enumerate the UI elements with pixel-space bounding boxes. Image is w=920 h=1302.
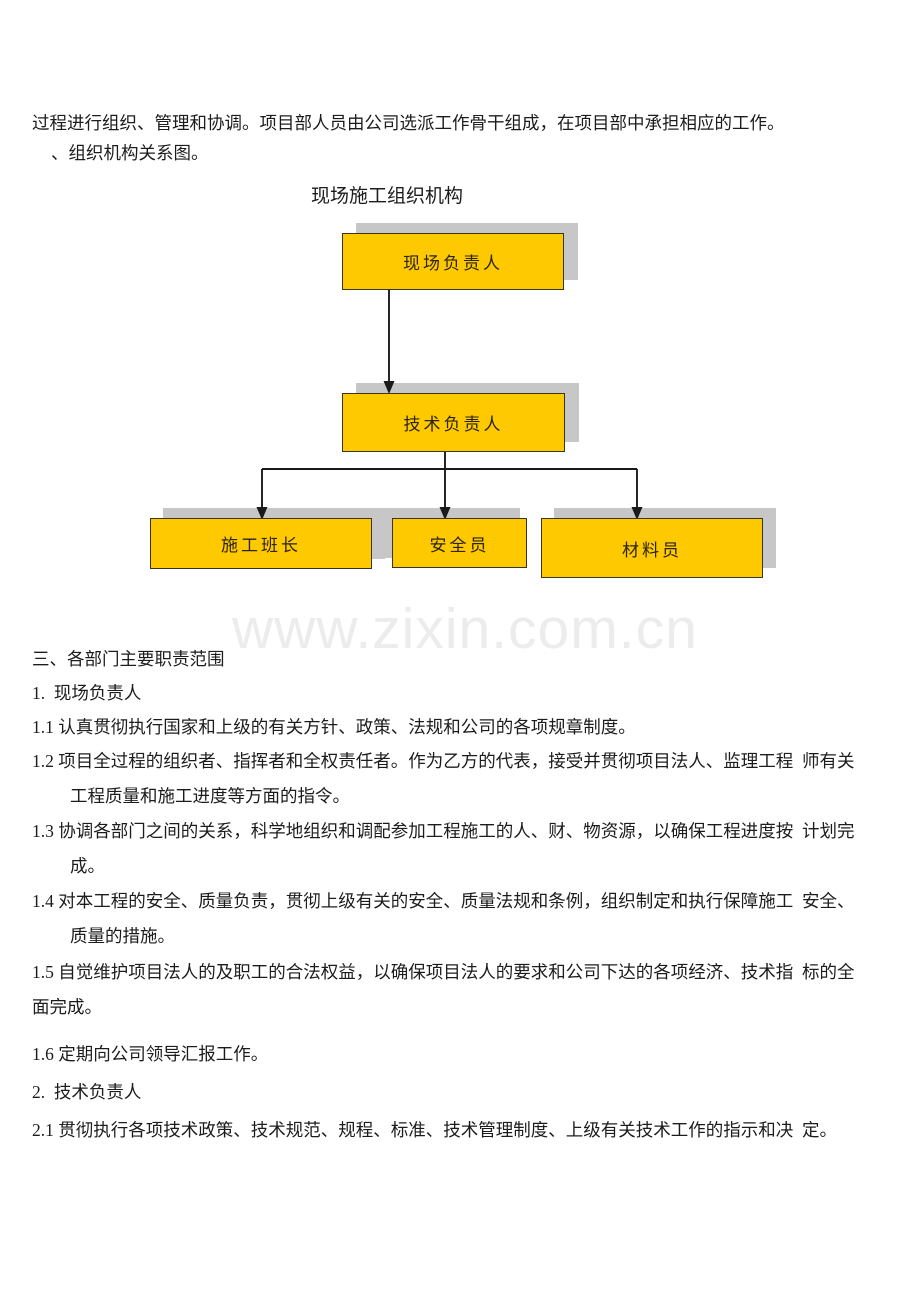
org-chart-connectors <box>256 290 643 520</box>
body-line-1-1: 1.1 认真贯彻执行国家和上级的有关方针、政策、法规和公司的各项规章制度。 <box>32 717 636 737</box>
section-heading: 三、各部门主要职责范围 <box>32 649 225 669</box>
org-node-safety-officer: 安全员 <box>392 518 527 568</box>
body-line-1-2b: 工程质量和施工进度等方面的指令。 <box>70 786 350 806</box>
paragraph-intro-line2: 、组织机构关系图。 <box>51 143 209 163</box>
body-line-1-4: 1.4 对本工程的安全、质量负责，贯彻上级有关的安全、质量法规和条例，组织制定和… <box>32 891 855 911</box>
org-node-technical-manager: 技术负责人 <box>342 393 565 452</box>
org-node-label: 材料员 <box>622 540 682 560</box>
body-line-1-3b: 成。 <box>70 856 105 876</box>
body-line-2-1: 2.1 贯彻执行各项技术政策、技术规范、规程、标准、技术管理制度、上级有关技术工… <box>32 1120 837 1140</box>
body-line-1-5b: 面完成。 <box>32 997 102 1017</box>
paragraph-intro-line1: 过程进行组织、管理和协调。项目部人员由公司选派工作骨干组成，在项目部中承担相应的… <box>32 113 785 133</box>
body-line-1-0: 1. 现场负责人 <box>32 683 142 703</box>
body-line-1-4b: 质量的措施。 <box>70 926 175 946</box>
body-line-1-2: 1.2 项目全过程的组织者、指挥者和全权责任者。作为乙方的代表，接受并贯彻项目法… <box>32 751 855 771</box>
body-line-1-5: 1.5 自觉维护项目法人的及职工的合法权益，以确保项目法人的要求和公司下达的各项… <box>32 962 855 982</box>
body-line-1-6: 1.6 定期向公司领导汇报工作。 <box>32 1044 269 1064</box>
org-node-label: 安全员 <box>429 535 490 555</box>
watermark-text: www.zixin.com.cn <box>232 597 698 661</box>
org-node-material-clerk: 材料员 <box>541 518 763 578</box>
body-line-2-0: 2. 技术负责人 <box>32 1082 142 1102</box>
org-node-label: 现场负责人 <box>403 254 503 273</box>
org-node-label: 技术负责人 <box>403 415 504 434</box>
org-chart: 现场施工组织机构 现场负责人 <box>0 160 920 600</box>
org-node-foreman: 施工班长 <box>150 518 372 569</box>
org-chart-title: 现场施工组织机构 <box>311 186 464 207</box>
body-line-1-3: 1.3 协调各部门之间的关系，科学地组织和调配参加工程施工的人、财、物资源，以确… <box>32 821 855 841</box>
org-node-label: 施工班长 <box>221 536 301 555</box>
org-node-site-manager: 现场负责人 <box>342 233 564 290</box>
